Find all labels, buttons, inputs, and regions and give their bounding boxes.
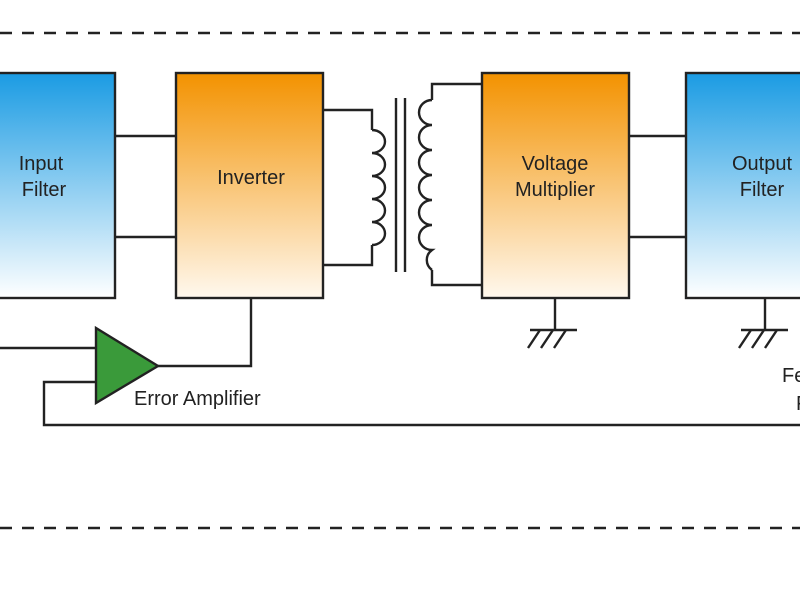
input-filter-block: Input Filter (0, 71, 117, 300)
inverter-block: Inverter (174, 71, 325, 300)
wires (0, 82, 800, 427)
transformer (371, 98, 436, 272)
output-filter-label-line2: Filter (740, 179, 785, 201)
input-filter-label-line2: Filter (22, 179, 67, 201)
inverter-label: Inverter (217, 167, 285, 189)
secondary-winding (417, 98, 436, 271)
error-amplifier-label: Error Amplifier (134, 388, 261, 410)
input-filter-label-line1: Input (19, 153, 64, 175)
voltage-multiplier-label-line1: Voltage (522, 153, 589, 175)
output-filter-label-line1: Output (732, 153, 792, 175)
ground-symbol-output (738, 328, 788, 349)
voltage-multiplier-label-line2: Multiplier (515, 179, 595, 201)
error-amplifier-triangle (94, 325, 161, 406)
feedback-label-fragment-1: Fe (782, 365, 800, 387)
feedback-label-fragment-2: F (796, 393, 800, 415)
error-amplifier: Error Amplifier (94, 325, 261, 410)
primary-winding (371, 128, 387, 247)
voltage-multiplier-block: Voltage Multiplier (480, 71, 631, 300)
ground-symbol-multiplier (527, 328, 577, 349)
output-filter-block: Output Filter (684, 71, 800, 300)
